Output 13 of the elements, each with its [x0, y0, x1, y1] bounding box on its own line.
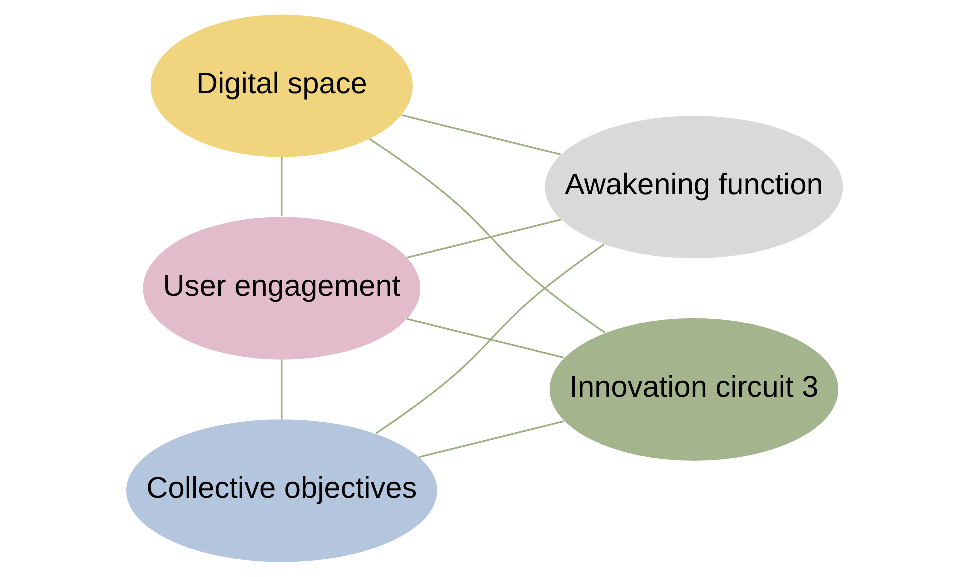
node-ellipse: Innovation circuit 3: [549, 318, 838, 462]
connector: [406, 318, 564, 359]
node-ellipse: Digital space: [150, 14, 412, 158]
connector: [406, 218, 562, 259]
node-ellipse: User engagement: [142, 217, 420, 360]
connector: [280, 157, 282, 217]
connector: [375, 244, 604, 434]
node-ellipse: Awakening function: [544, 116, 843, 259]
node-ellipse: Collective objectives: [126, 420, 437, 562]
connector: [280, 360, 282, 419]
connector: [401, 114, 561, 156]
connector: [418, 420, 564, 458]
connector: [368, 138, 606, 334]
